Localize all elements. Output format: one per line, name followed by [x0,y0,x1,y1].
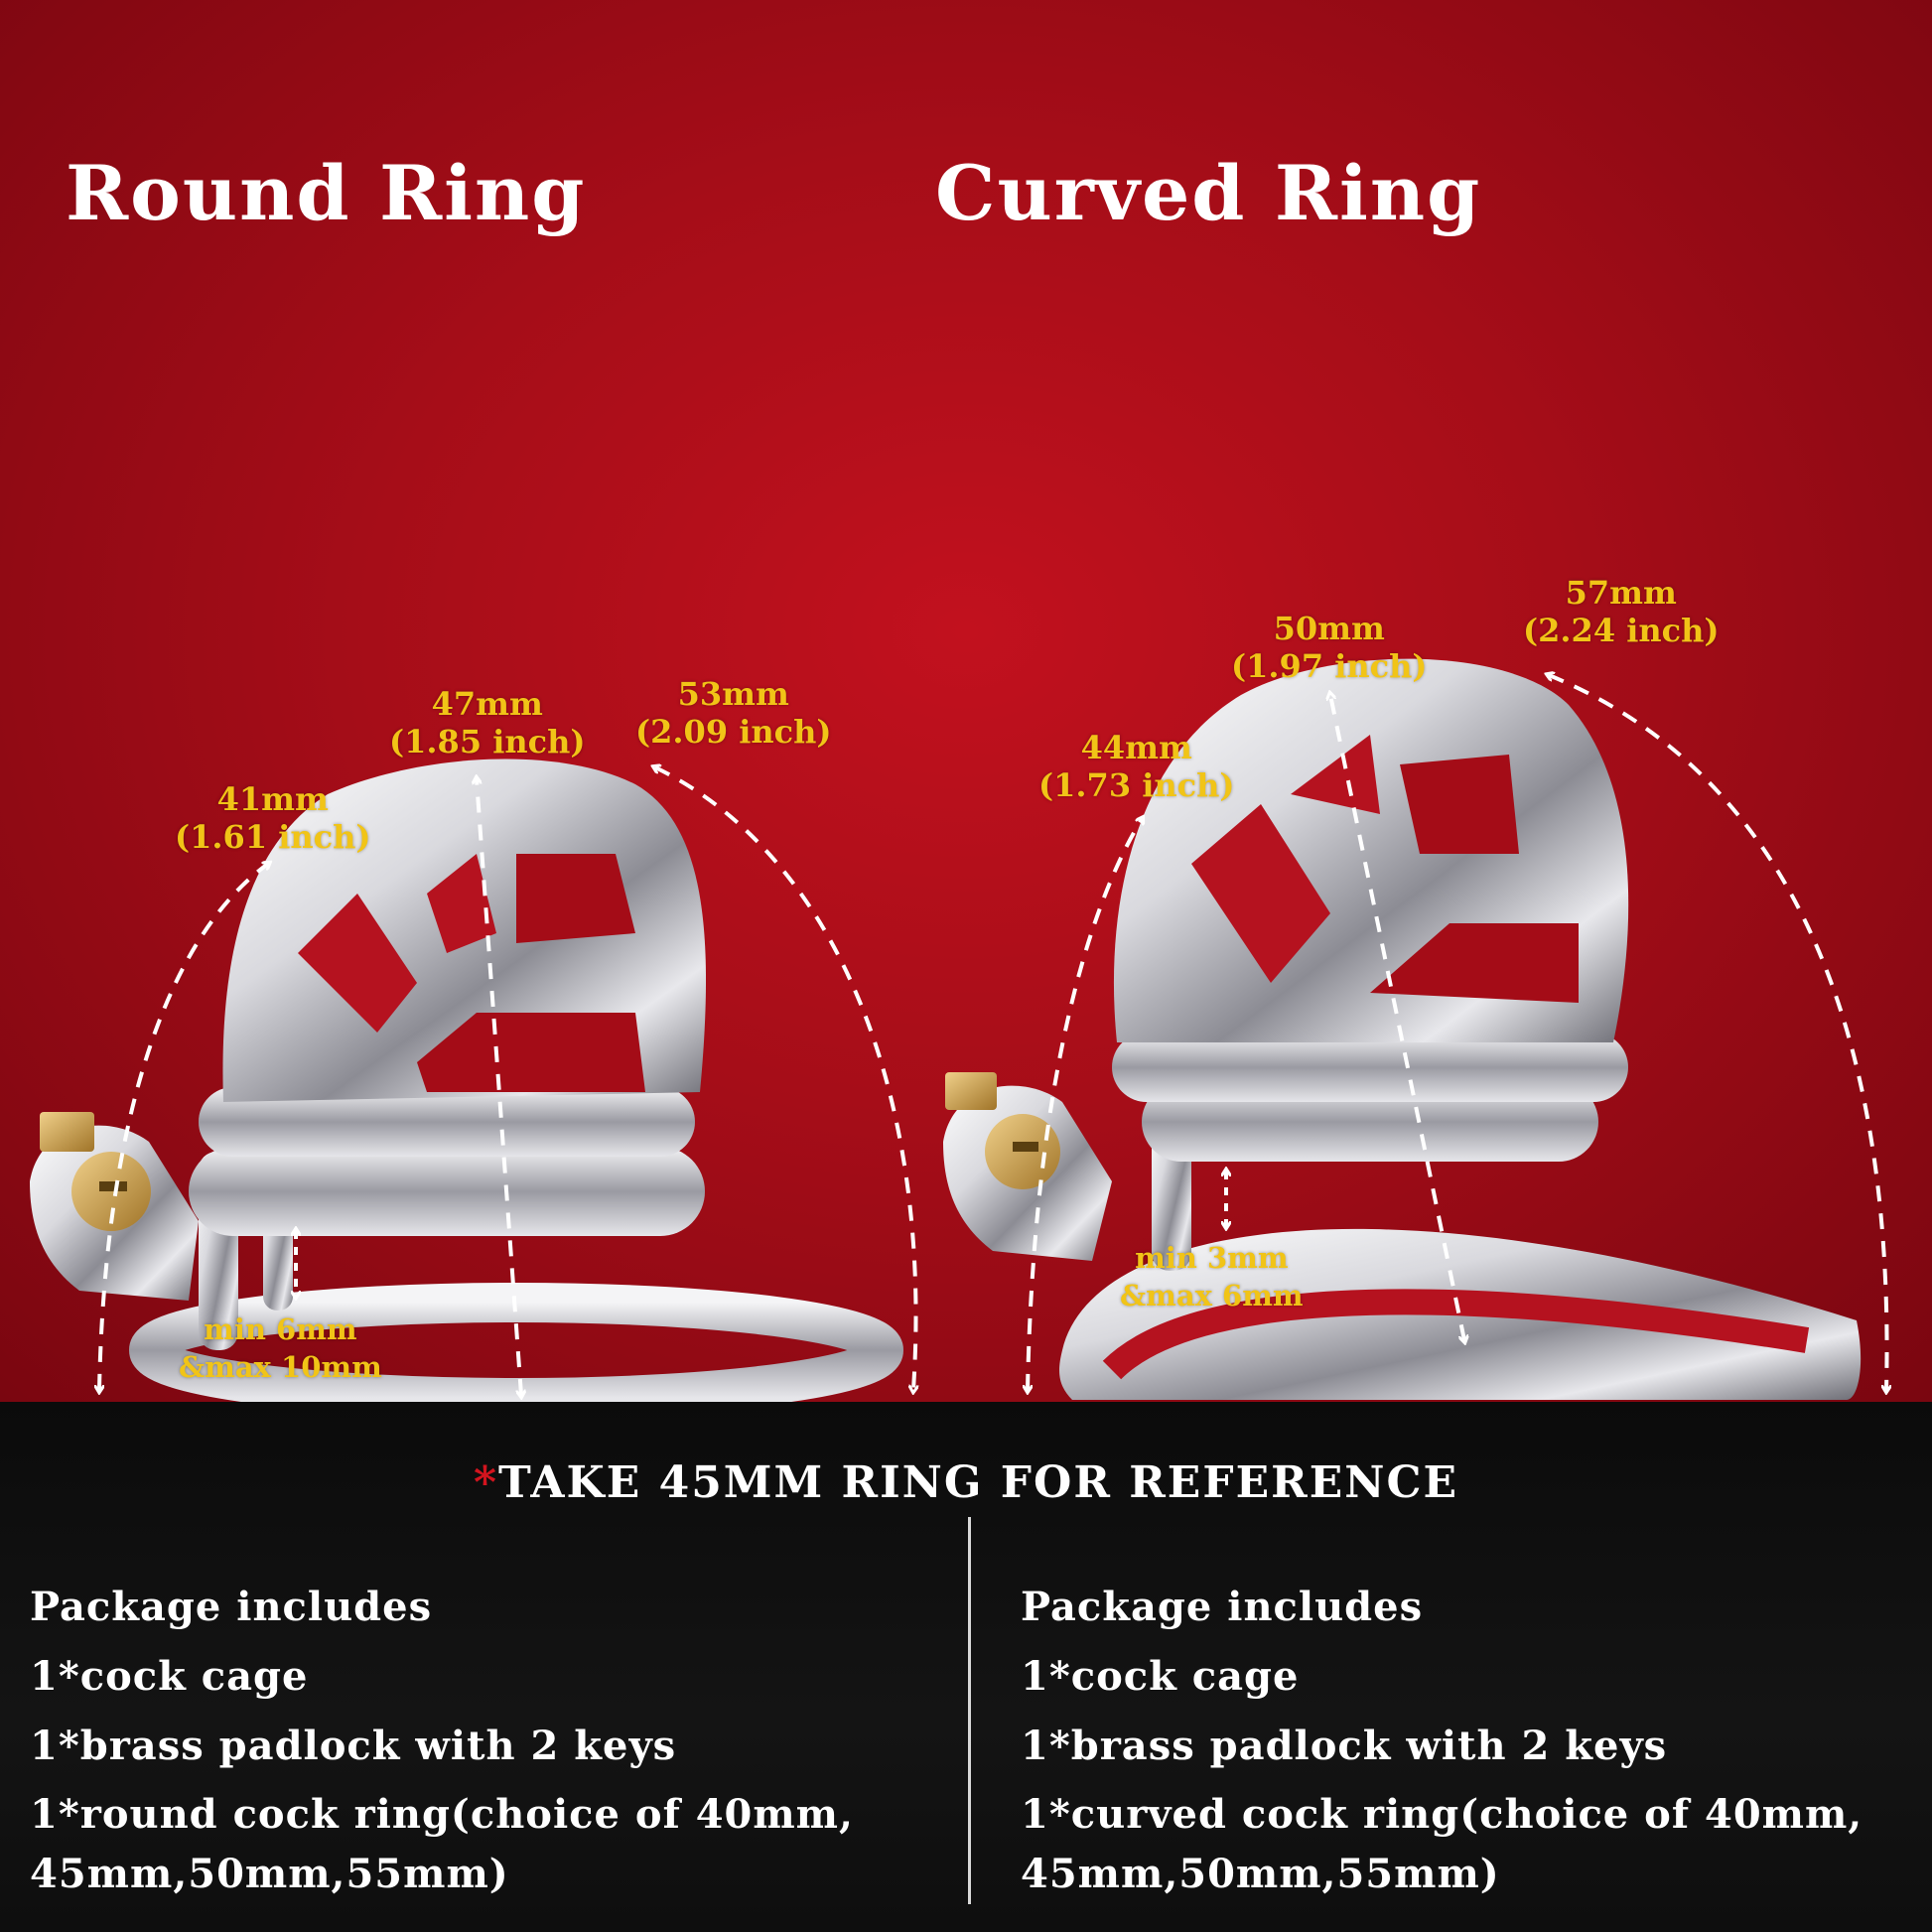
reference-star: * [473,1457,498,1508]
round-dim-53: 53mm(2.09 inch) [635,675,832,751]
round-ring-cage [30,759,903,1402]
dim-line-41 [99,864,268,1390]
round-ring-title: Round Ring [66,149,587,237]
package-item: 1*brass padlock with 2 keys [1021,1723,1668,1769]
dim-line-44 [1028,819,1142,1390]
curved-dim-44: 44mm(1.73 inch) [1038,729,1235,804]
package-item: 1*cock cage [30,1653,309,1700]
dim-line-47 [477,779,521,1395]
column-divider [968,1517,971,1904]
round-dim-47: 47mm(1.85 inch) [389,685,586,760]
package-item: 1*curved cock ring(choice of 40mm, 45mm,… [1021,1791,1863,1897]
package-item: 1*round cock ring(choice of 40mm, 45mm,5… [30,1791,854,1897]
curved-dim-50: 50mm(1.97 inch) [1231,610,1428,685]
dim-line-57 [1549,675,1887,1390]
curved-dim-57: 57mm(2.24 inch) [1523,574,1720,649]
package-info-area [0,1402,1932,1932]
reference-text: TAKE 45MM RING FOR REFERENCE [498,1457,1459,1508]
package-list-left: Package includes 1*cock cage 1*brass pad… [30,1573,943,1904]
package-item: 1*brass padlock with 2 keys [30,1723,677,1769]
product-illustration [30,658,1932,1402]
round-gap-label: min 6mm&max 10mm [179,1312,382,1384]
curved-gap-label: min 3mm&max 6mm [1120,1241,1304,1312]
package-item: 1*cock cage [1021,1653,1300,1700]
dim-line-53 [655,767,916,1390]
package-heading-right: Package includes [1021,1584,1424,1630]
round-dim-41: 41mm(1.61 inch) [175,780,371,856]
reference-note: *TAKE 45MM RING FOR REFERENCE [0,1457,1932,1508]
package-heading-left: Package includes [30,1584,433,1630]
package-list-right: Package includes 1*cock cage 1*brass pad… [1021,1573,1914,1904]
product-photo-area: Round Ring Curved Ring 41mm(1.61 inch) 4… [0,0,1932,1402]
curved-ring-title: Curved Ring [935,149,1482,237]
